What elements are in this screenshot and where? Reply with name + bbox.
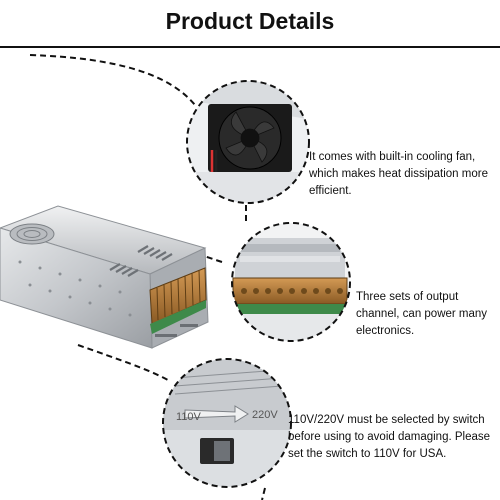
page-title: Product Details — [165, 8, 335, 34]
callout-cooling-fan: It comes with built-in cooling fan, whic… — [309, 151, 488, 197]
voltage-switch-icon — [200, 438, 234, 464]
switch-label-110: 110V — [176, 411, 202, 423]
fan-closeup — [186, 80, 310, 204]
connector-bottom — [261, 487, 266, 500]
connector-lower — [77, 344, 169, 381]
callout-voltage-switch: 110V/220V must be selected by switch bef… — [288, 414, 491, 460]
top-fan-grille-icon — [9, 223, 55, 245]
callout-output-channels: Three sets of output channel, can power … — [356, 291, 488, 337]
terminal-block-icon — [149, 267, 207, 334]
cooling-fan-icon — [225, 111, 275, 163]
switch-label-220: 220V — [252, 409, 278, 421]
terminal-closeup — [231, 222, 351, 342]
title-divider — [0, 46, 500, 48]
switch-closeup: 110V 220V — [162, 358, 292, 488]
connector-top — [29, 54, 196, 106]
power-supply-unit — [0, 205, 209, 349]
